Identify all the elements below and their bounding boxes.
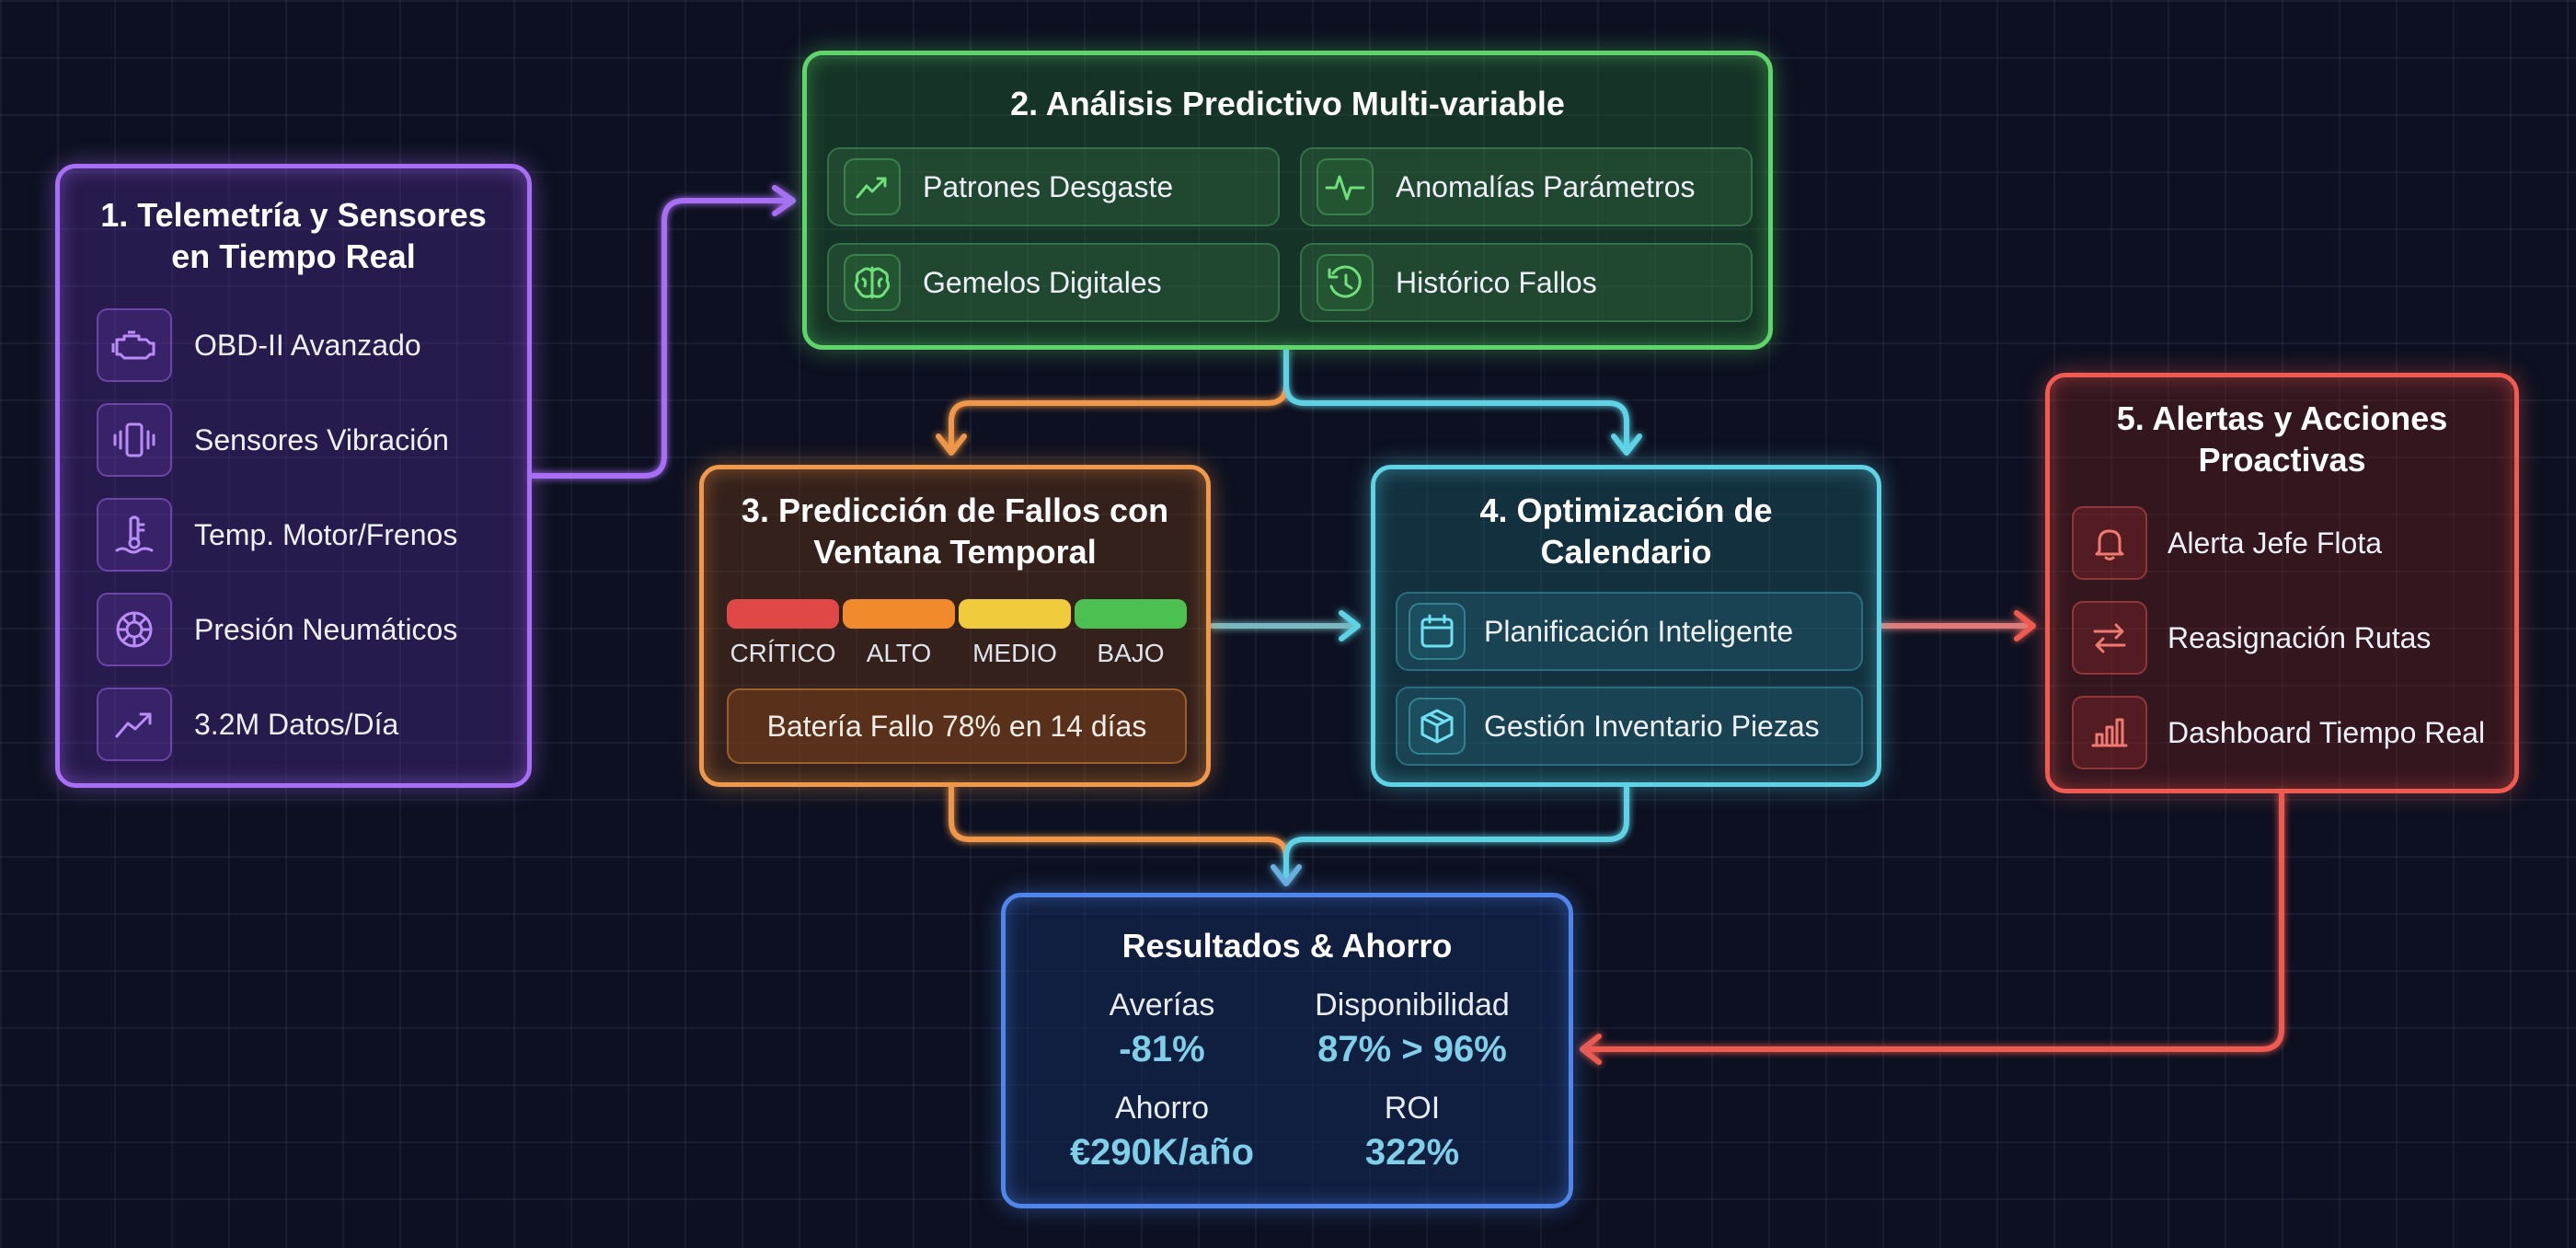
risk-bar-high — [843, 599, 955, 629]
risk-bar-medium — [959, 599, 1071, 629]
sensor-label: Presión Neumáticos — [194, 612, 458, 646]
arrowhead-prediction-to-calendar — [1339, 610, 1361, 641]
arrowhead-alerts-to-results — [1580, 1034, 1602, 1065]
calendar-label: Gestión Inventario Piezas — [1484, 709, 1820, 743]
telemetry-title-line1: 1. Telemetría y Sensores — [100, 196, 487, 234]
sensor-item-vibration: Sensores Vibración — [97, 403, 449, 477]
metric-savings: Ahorro €290K/año — [1033, 1091, 1291, 1173]
alert-item-route-reassignment: Reasignación Rutas — [2072, 601, 2431, 675]
sensor-item-tire-pressure: Presión Neumáticos — [97, 593, 457, 666]
alert-item-dashboard: Dashboard Tiempo Real — [2072, 696, 2485, 769]
risk-bar-critical — [727, 599, 839, 629]
calendar-item-smart-planning: Planificación Inteligente — [1396, 592, 1863, 671]
alerts-title: 5. Alertas y Acciones Proactivas — [2050, 398, 2514, 480]
alerts-actions-box[interactable]: 5. Alertas y Acciones Proactivas Alerta … — [2045, 373, 2519, 793]
alert-label: Reasignación Rutas — [2168, 620, 2432, 654]
trend-icon — [844, 158, 901, 215]
analysis-label: Histórico Fallos — [1396, 265, 1597, 299]
telemetry-box[interactable]: 1. Telemetría y Sensores en Tiempo Real … — [55, 164, 532, 788]
connector-telemetry-to-analysis — [529, 198, 794, 479]
prediction-text: Batería Fallo 78% en 14 días — [766, 709, 1147, 743]
analysis-item-failure-history: Histórico Fallos — [1300, 243, 1753, 322]
prediction-title-line2: Ventana Temporal — [813, 533, 1097, 571]
alert-item-fleet-manager: Alerta Jefe Flota — [2072, 506, 2382, 580]
calendar-title: 4. Optimización de Calendario — [1375, 490, 1877, 572]
sensor-item-temperature: Temp. Motor/Frenos — [97, 498, 457, 572]
metric-label: ROI — [1384, 1091, 1441, 1126]
risk-bar-low — [1075, 599, 1187, 629]
history-icon — [1317, 254, 1374, 311]
alert-label: Dashboard Tiempo Real — [2168, 715, 2486, 749]
brain-icon — [844, 254, 901, 311]
analysis-item-wear-patterns: Patrones Desgaste — [827, 147, 1280, 226]
risk-label-critical: CRÍTICO — [730, 639, 836, 667]
risk-label-medium: MEDIO — [972, 639, 1057, 667]
alerts-title-line1: 5. Alertas y Acciones — [2116, 399, 2448, 437]
metric-label: Disponibilidad — [1315, 988, 1510, 1023]
swap-arrows-icon — [2072, 601, 2147, 675]
connector-calendar-to-results — [1283, 784, 1629, 884]
vibration-icon — [97, 403, 172, 477]
alerts-title-line2: Proactivas — [2198, 441, 2366, 479]
arrowhead-calendar-to-alerts — [2014, 610, 2036, 641]
telemetry-title: 1. Telemetría y Sensores en Tiempo Real — [60, 194, 527, 277]
alert-label: Alerta Jefe Flota — [2168, 526, 2382, 560]
metric-value: 322% — [1364, 1132, 1460, 1173]
prediction-title: 3. Predicción de Fallos con Ventana Temp… — [704, 490, 1206, 572]
metric-availability: Disponibilidad 87% > 96% — [1283, 988, 1541, 1070]
metric-breakdowns: Averías -81% — [1033, 988, 1291, 1070]
telemetry-title-line2: en Tiempo Real — [171, 237, 416, 275]
analysis-title: 2. Análisis Predictivo Multi-variable — [1010, 85, 1565, 122]
connector-analysis-to-prediction — [949, 347, 1289, 454]
analysis-item-anomalies: Anomalías Parámetros — [1300, 147, 1753, 226]
arrowhead-into-results — [1271, 864, 1302, 886]
analysis-item-digital-twins: Gemelos Digitales — [827, 243, 1280, 322]
analysis-label: Anomalías Parámetros — [1396, 169, 1696, 203]
results-title: Resultados & Ahorro — [1121, 927, 1453, 965]
pulse-icon — [1317, 158, 1374, 215]
analysis-label: Patrones Desgaste — [923, 169, 1174, 203]
sensor-label: Temp. Motor/Frenos — [194, 517, 458, 551]
risk-label-low: BAJO — [1097, 639, 1165, 667]
calendar-item-parts-inventory: Gestión Inventario Piezas — [1396, 687, 1863, 766]
arrowhead-analysis-to-prediction — [936, 433, 967, 456]
engine-icon — [97, 308, 172, 382]
calendar-title-line2: Calendario — [1540, 533, 1712, 571]
connector-prediction-to-results — [949, 784, 1289, 884]
analysis-label: Gemelos Digitales — [923, 265, 1162, 299]
calendar-label: Planificación Inteligente — [1484, 614, 1794, 648]
calendar-optimization-box[interactable]: 4. Optimización de Calendario Planificac… — [1371, 465, 1881, 787]
metric-value: -81% — [1119, 1029, 1205, 1069]
arrowhead-telemetry-to-analysis — [772, 185, 796, 216]
bell-icon — [2072, 506, 2147, 580]
calendar-title-line1: 4. Optimización de — [1479, 491, 1773, 529]
package-icon — [1409, 698, 1466, 755]
thermometer-icon — [97, 498, 172, 572]
sensor-label: OBD-II Avanzado — [194, 328, 421, 362]
metric-value: 87% > 96% — [1317, 1029, 1507, 1069]
sensor-label: Sensores Vibración — [194, 422, 449, 456]
connector-analysis-to-calendar — [1283, 347, 1629, 454]
connector-alerts-to-results — [1581, 791, 2284, 1052]
sensor-item-obd: OBD-II Avanzado — [97, 308, 421, 382]
bar-chart-icon — [2072, 696, 2147, 769]
predictive-analysis-box[interactable]: 2. Análisis Predictivo Multi-variable Pa… — [802, 51, 1773, 350]
arrowhead-analysis-to-calendar — [1611, 433, 1642, 456]
failure-prediction-box[interactable]: 3. Predicción de Fallos con Ventana Temp… — [699, 465, 1211, 787]
metric-label: Averías — [1109, 988, 1215, 1023]
prediction-title-line1: 3. Predicción de Fallos con — [741, 491, 1169, 529]
risk-label-high: ALTO — [866, 639, 932, 667]
calendar-icon — [1409, 603, 1466, 660]
trending-up-icon — [97, 688, 172, 761]
sensor-item-data-volume: 3.2M Datos/Día — [97, 688, 398, 761]
sensor-label: 3.2M Datos/Día — [194, 707, 399, 741]
metric-value: €290K/año — [1069, 1132, 1255, 1173]
results-savings-box[interactable]: Resultados & Ahorro Averías -81% Disponi… — [1001, 893, 1573, 1208]
prediction-callout: Batería Fallo 78% en 14 días — [727, 688, 1187, 764]
metric-roi: ROI 322% — [1283, 1091, 1541, 1173]
metric-label: Ahorro — [1114, 1091, 1210, 1126]
tire-icon — [97, 593, 172, 666]
